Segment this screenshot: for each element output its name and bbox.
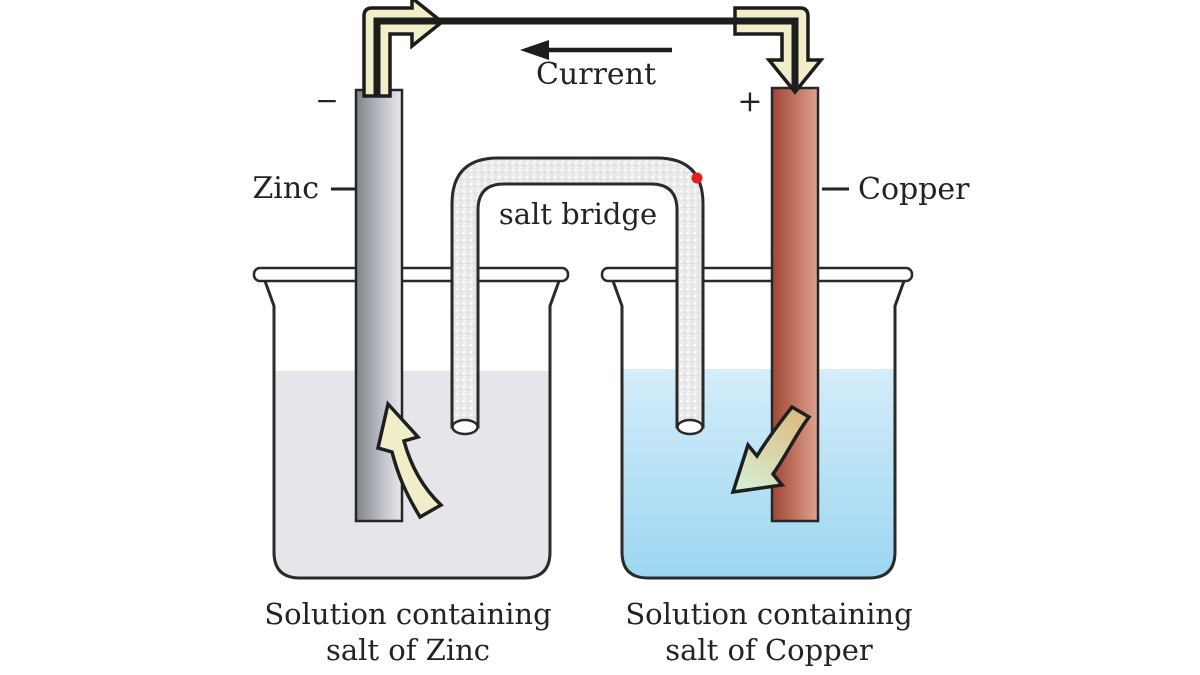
salt-bridge-right-opening <box>676 418 704 436</box>
salt-bridge <box>450 156 705 429</box>
right-caption-line1: Solution containing <box>625 597 912 631</box>
zinc-label: Zinc <box>252 171 319 206</box>
right-ion-arrow-icon <box>730 404 812 495</box>
current-arrow-icon <box>520 40 672 60</box>
left-caption-line1: Solution containing <box>264 597 551 631</box>
copper-label: Copper <box>858 172 970 207</box>
left-beaker-rim <box>252 266 570 283</box>
salt-bridge-label: salt bridge <box>499 197 657 231</box>
plus-sign: + <box>737 84 762 119</box>
right-beaker-rim <box>600 266 914 283</box>
left-ion-arrow-icon <box>375 400 444 520</box>
electron-flow-right-arrow-icon <box>733 6 825 95</box>
salt-bridge-left-opening <box>451 418 479 436</box>
left-beaker <box>263 280 561 580</box>
right-caption-line2: salt of Copper <box>665 633 873 667</box>
minus-sign: − <box>315 84 338 117</box>
current-label: Current <box>536 57 656 92</box>
wire <box>373 17 799 96</box>
left-beaker-caption: Solution containing salt of Zinc <box>264 597 551 667</box>
red-dot <box>691 172 703 184</box>
right-beaker <box>611 280 906 580</box>
left-caption-line2: salt of Zinc <box>326 633 490 667</box>
right-beaker-caption: Solution containing salt of Copper <box>625 597 912 667</box>
